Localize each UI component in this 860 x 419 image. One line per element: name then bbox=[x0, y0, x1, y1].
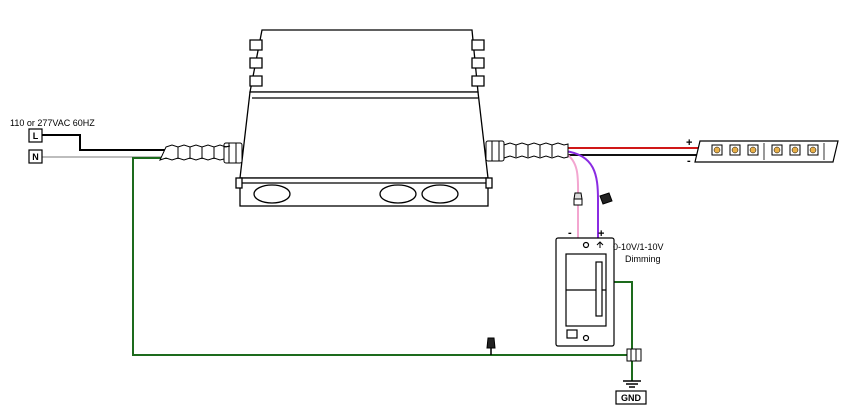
wire-nut-dim-negative bbox=[573, 192, 583, 206]
ground-symbol-icon bbox=[623, 380, 641, 388]
dimmer-positive-sign: + bbox=[598, 228, 604, 240]
dimmer-switch bbox=[555, 237, 615, 347]
led-chip bbox=[771, 144, 783, 156]
line-terminal-label: L bbox=[33, 131, 39, 141]
dimmer-negative-sign: - bbox=[568, 227, 572, 239]
ground-terminal-block bbox=[626, 348, 642, 362]
output-negative-sign: - bbox=[687, 155, 691, 167]
wire-nut-dim-positive bbox=[599, 192, 613, 205]
left-cable-gland bbox=[159, 142, 243, 164]
wire-nut-ground bbox=[486, 337, 496, 355]
power-supply-box bbox=[235, 29, 493, 207]
output-positive-sign: + bbox=[686, 137, 692, 149]
ground-label-box: GND bbox=[615, 390, 647, 405]
dimming-label-line1: 0-10V/1-10V bbox=[613, 242, 664, 252]
led-chip bbox=[711, 144, 723, 156]
line-terminal: L bbox=[28, 128, 43, 143]
ground-label: GND bbox=[621, 393, 642, 403]
led-strip bbox=[694, 140, 839, 163]
neutral-terminal-label: N bbox=[32, 152, 39, 162]
led-chip bbox=[729, 144, 741, 156]
input-label-group: 110 or 277VAC 60HZ bbox=[10, 118, 95, 128]
dim-positive-wire bbox=[564, 150, 599, 238]
dimming-label-line2: Dimming bbox=[625, 254, 661, 264]
input-voltage-label: 110 or 277VAC 60HZ bbox=[10, 118, 95, 128]
ac-line-wire bbox=[42, 134, 170, 151]
led-chip bbox=[807, 144, 819, 156]
led-chip bbox=[789, 144, 801, 156]
right-cable-gland bbox=[485, 140, 569, 162]
led-chip bbox=[747, 144, 759, 156]
neutral-terminal: N bbox=[28, 149, 43, 164]
